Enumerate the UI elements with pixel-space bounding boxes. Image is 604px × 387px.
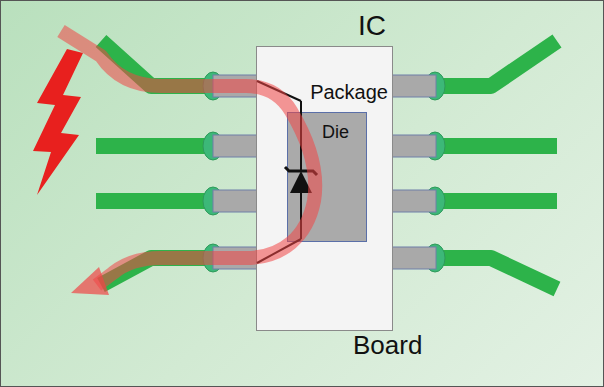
discharge-current-path: [61, 31, 315, 285]
current-arrowhead: [71, 267, 109, 295]
ic-pin: [213, 190, 257, 212]
ic-pin: [392, 190, 436, 212]
ic-pin: [392, 75, 436, 97]
part-label: Die: [322, 123, 349, 143]
ic-pin: [392, 135, 436, 157]
lightning-bolt: [33, 49, 83, 195]
ic-pin: [213, 135, 257, 157]
heading-label: IC: [358, 11, 386, 42]
part-label: Board: [353, 331, 422, 360]
ic-pin: [392, 247, 436, 269]
part-label: Package: [310, 81, 388, 103]
